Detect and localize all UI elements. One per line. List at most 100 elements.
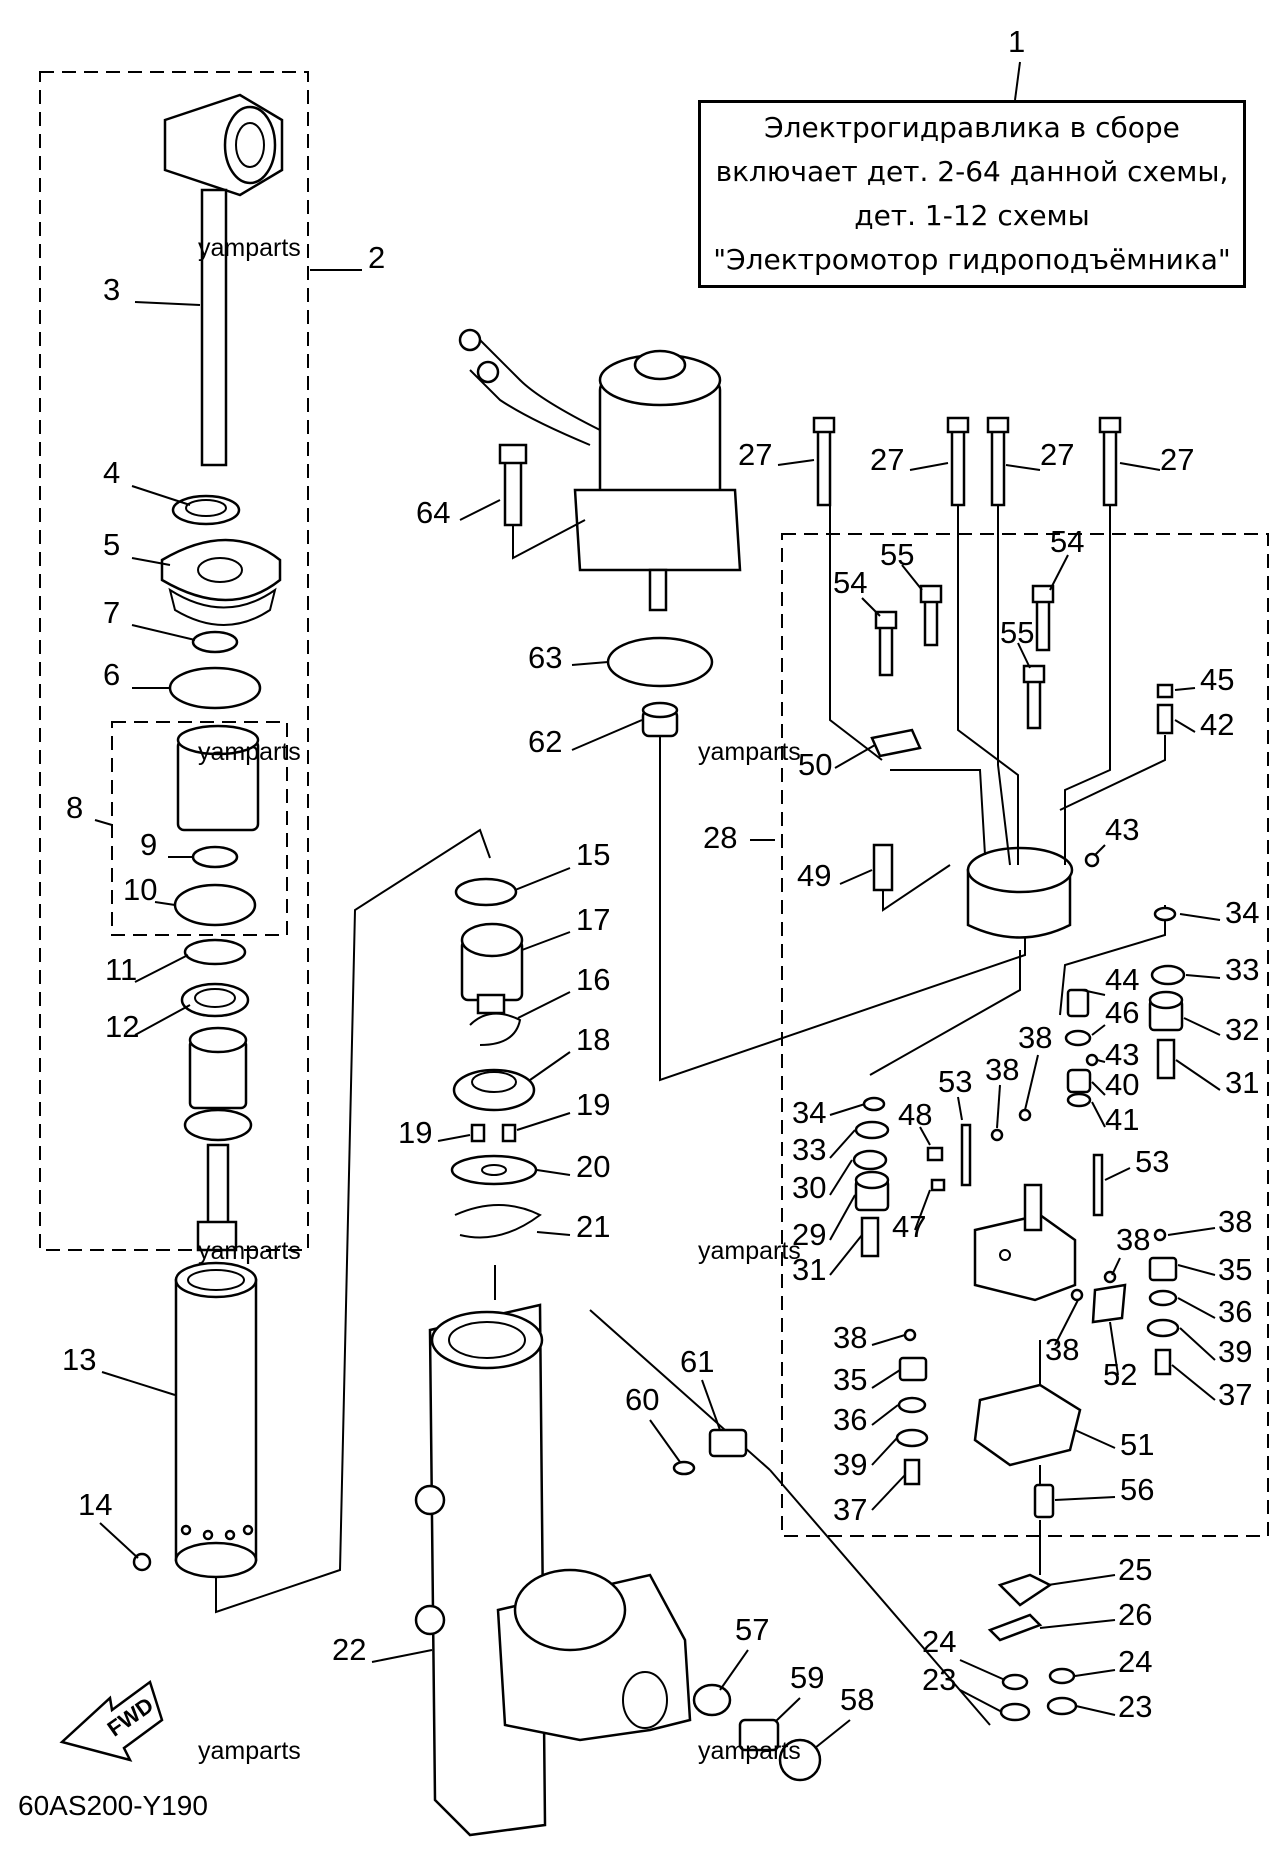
callout-line — [829, 1234, 863, 1276]
part-number-label: 23 — [922, 1662, 956, 1697]
part-number-label: 27 — [1040, 437, 1074, 472]
part-number-label: 4 — [103, 455, 120, 490]
callout-line — [1111, 1257, 1121, 1276]
group-box-8 — [111, 721, 288, 936]
tilt-rod-assembly — [132, 93, 491, 1614]
part-number-label: 60 — [625, 1382, 659, 1417]
callout-line — [814, 1719, 851, 1749]
fitting-parts — [672, 1428, 822, 1782]
watermark: yamparts — [698, 1237, 801, 1265]
callout-line — [861, 597, 881, 617]
part-number-label: 19 — [576, 1087, 610, 1122]
callout-line — [1049, 554, 1069, 591]
part-number-label: 12 — [105, 1009, 139, 1044]
part-number-label: 49 — [797, 858, 831, 893]
part-number-label: 11 — [105, 952, 137, 987]
group-box-28 — [781, 533, 1269, 1537]
part-number-label: 16 — [576, 962, 610, 997]
part-number-label: 46 — [1105, 995, 1139, 1030]
callout-line — [154, 901, 176, 906]
part-number-label: 41 — [1105, 1102, 1139, 1137]
callout-line — [1171, 1364, 1216, 1401]
part-number-label: 36 — [1218, 1294, 1252, 1329]
callout-line — [1174, 719, 1196, 733]
part-number-label: 31 — [792, 1252, 826, 1287]
callout-line — [959, 1689, 1003, 1713]
part-number-label: 58 — [840, 1682, 874, 1717]
part-number-label: 35 — [1218, 1252, 1252, 1287]
callout-line — [1017, 642, 1031, 669]
callout-line — [959, 1659, 1006, 1681]
callout-line — [871, 1474, 906, 1511]
part-number-label: 18 — [576, 1022, 610, 1057]
part-number-label: 55 — [1000, 615, 1034, 650]
callout-line — [94, 819, 113, 826]
part-number-label: 25 — [1118, 1552, 1152, 1587]
callout-line — [1174, 687, 1196, 691]
part-number-label: 43 — [1105, 812, 1139, 847]
watermark: yamparts — [198, 1737, 301, 1765]
part-number-label: 3 — [103, 272, 120, 307]
callout-line — [1175, 1059, 1221, 1091]
callout-line — [1091, 1101, 1106, 1128]
callout-line — [536, 1231, 571, 1236]
callout-line — [134, 954, 189, 983]
pump-assembly — [812, 416, 1186, 1722]
callout-line — [919, 1126, 931, 1146]
part-number-label: 32 — [1225, 1012, 1259, 1047]
part-number-label: 47 — [892, 1209, 926, 1244]
part-number-label: 59 — [790, 1660, 824, 1695]
part-number-label: 31 — [1225, 1065, 1259, 1100]
callout-line — [957, 1096, 963, 1121]
callout-line — [829, 1159, 853, 1196]
watermark: yamparts — [198, 234, 301, 262]
part-number-label: 57 — [735, 1612, 769, 1647]
part-number-label: 48 — [898, 1097, 932, 1132]
callout-line — [1119, 462, 1161, 471]
part-number-label: 40 — [1105, 1067, 1139, 1102]
part-number-label: 27 — [738, 437, 772, 472]
callout-line — [871, 1404, 899, 1426]
assembly-note-box: Электрогидравлика в сборе включает дет. … — [698, 100, 1246, 288]
callout-line — [131, 485, 191, 506]
part-number-label: 61 — [680, 1344, 714, 1379]
watermark: yamparts — [698, 738, 801, 766]
part-number-label: 15 — [576, 837, 610, 872]
part-number-label: 33 — [1225, 952, 1259, 987]
part-number-label: 36 — [833, 1402, 867, 1437]
manual-valve-assembly — [450, 877, 542, 1300]
callout-line — [774, 1697, 801, 1723]
callout-line — [437, 1134, 471, 1142]
part-number-label: 38 — [833, 1320, 867, 1355]
callout-line — [1075, 1705, 1116, 1716]
part-number-label: 20 — [576, 1149, 610, 1184]
callout-line — [1024, 1054, 1039, 1111]
part-number-label: 37 — [1218, 1377, 1252, 1412]
callout-line — [829, 1194, 856, 1241]
part-number-label: 63 — [528, 640, 562, 675]
part-number-label: 42 — [1200, 707, 1234, 742]
part-number-label: 38 — [1116, 1222, 1150, 1257]
fwd-arrow-icon: FWD — [59, 1679, 164, 1762]
callout-line — [829, 1129, 856, 1159]
callout-line — [901, 564, 923, 591]
part-number-label: 39 — [833, 1447, 867, 1482]
housing-body — [414, 1303, 991, 1837]
motor-assembly — [458, 328, 1026, 1082]
callout-line — [996, 1084, 1001, 1129]
part-number-label: 43 — [1105, 1037, 1139, 1072]
callout-line — [829, 1103, 866, 1116]
callout-line — [1081, 989, 1106, 996]
part-number-label: 38 — [1218, 1204, 1252, 1239]
callout-line — [1167, 1227, 1216, 1236]
part-number-label: 22 — [332, 1632, 366, 1667]
diagram-code: 60AS200-Y190 — [18, 1790, 208, 1821]
callout-line — [719, 1649, 749, 1691]
callout-line — [1005, 464, 1041, 471]
callout-line — [131, 624, 196, 641]
callout-line — [1177, 1297, 1216, 1319]
part-number-label: 29 — [792, 1217, 826, 1252]
group-box-2 — [39, 71, 309, 1251]
callout-line — [529, 1051, 571, 1081]
